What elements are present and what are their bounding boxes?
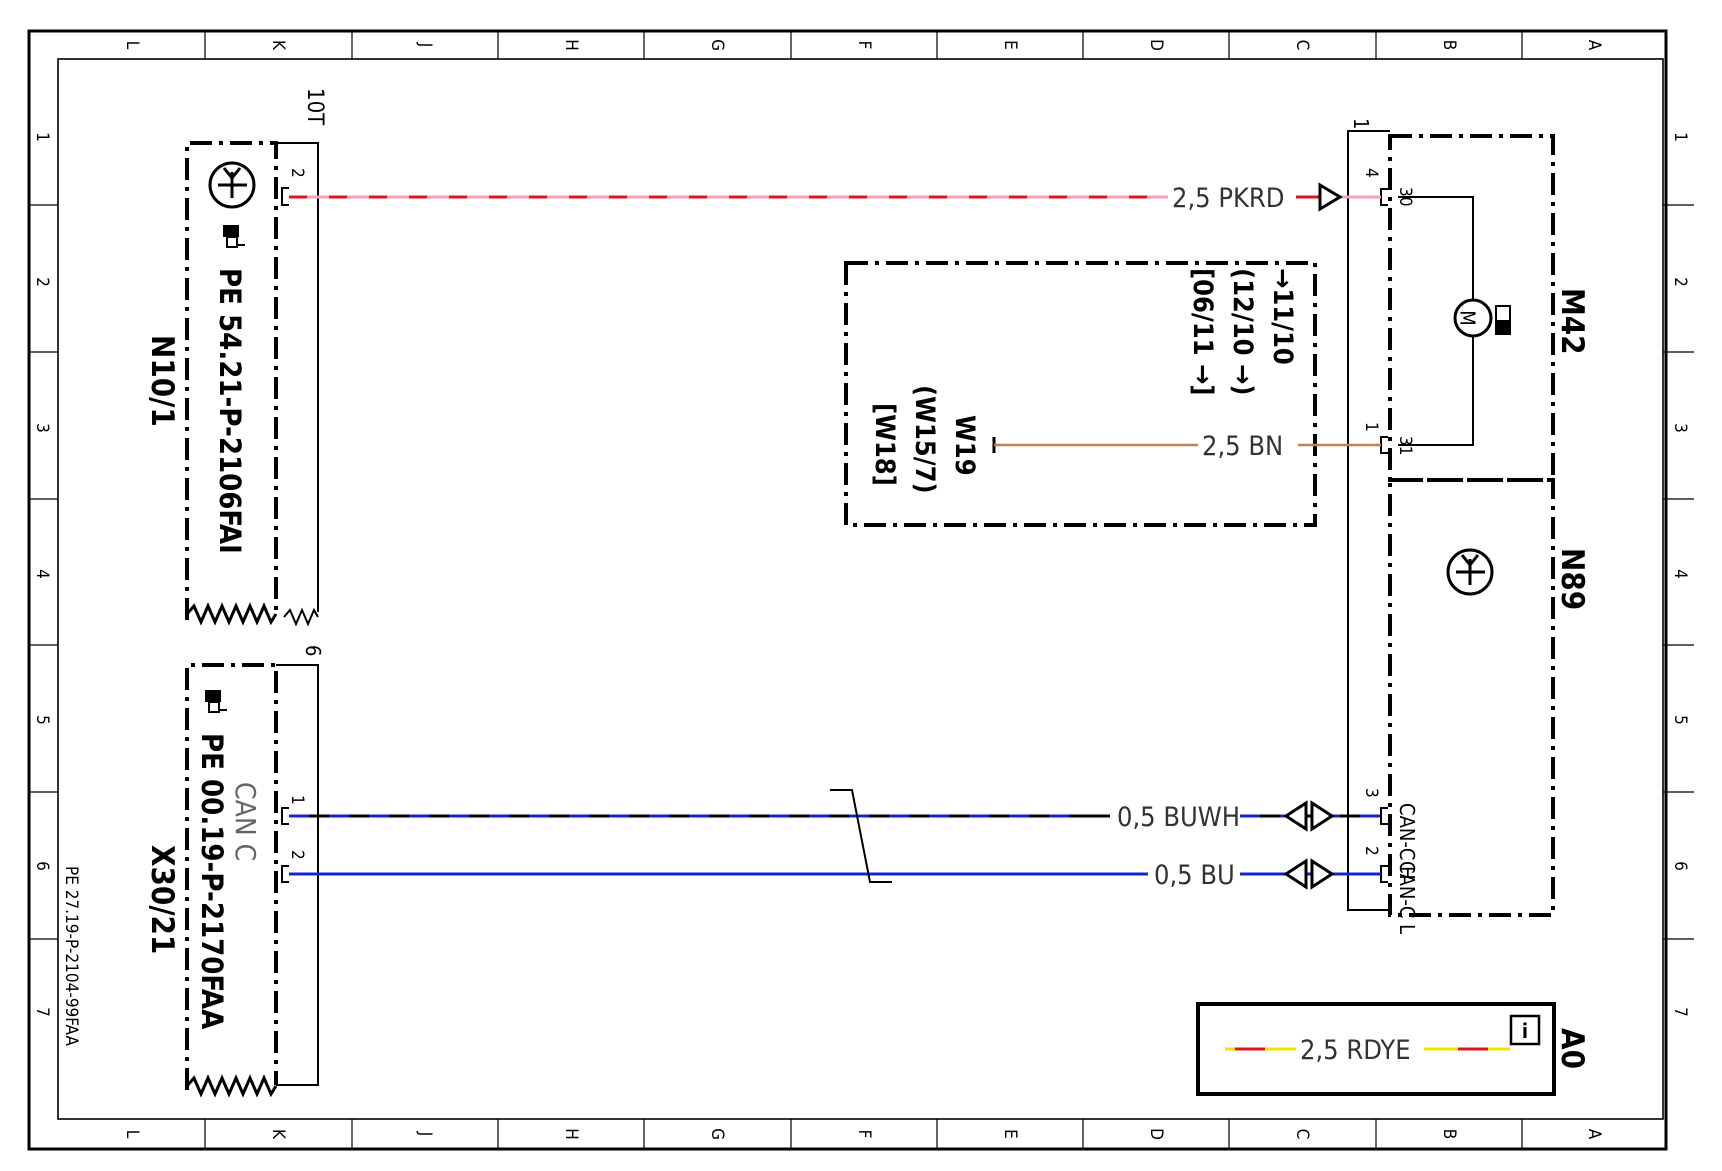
wire-buwh[interactable]: 0,5 BUWH <box>289 800 1381 833</box>
col-label: H <box>561 39 581 51</box>
row-label: 3 <box>32 423 52 433</box>
component-x30-21[interactable]: 6 CAN C 1 2 PE 00.19-P-2170FAA X30/21 <box>144 645 325 1098</box>
pin-2-label: 2 <box>287 850 307 860</box>
component-name: N10/1 <box>144 335 180 427</box>
col-label: B <box>1439 1129 1459 1140</box>
pin-1-label: 1 <box>287 795 307 805</box>
wire-bn[interactable]: 2,5 BN <box>994 431 1381 462</box>
wire-bu[interactable]: 0,5 BU <box>289 858 1381 891</box>
col-label: K <box>268 1129 288 1140</box>
row-label: 2 <box>1670 277 1690 287</box>
ground-point-box[interactable]: W19 (W15/7) [W18] →11/10 (12/10 →) [06/1… <box>844 261 1317 527</box>
legend-wire-label: 2,5 RDYE <box>1300 1035 1411 1066</box>
can-c-l-label: CAN-C L <box>1395 861 1419 934</box>
col-label: J <box>415 42 435 48</box>
row-label: 1 <box>1670 132 1690 142</box>
col-label: F <box>854 1130 874 1139</box>
row-label: 5 <box>32 715 52 725</box>
col-label: G <box>707 39 727 51</box>
wire-label: 2,5 PKRD <box>1172 183 1284 214</box>
col-label: D <box>1146 39 1166 51</box>
row-label: 7 <box>32 1007 52 1017</box>
col-label: L <box>122 1130 142 1139</box>
component-n10-1[interactable]: 10T 2 PE 54.21-P-2106FAI N10/1 <box>144 88 327 627</box>
pin-1-label: 1 <box>1361 422 1381 432</box>
component-name: N89 <box>1554 548 1590 610</box>
col-label: D <box>1146 1128 1166 1140</box>
col-label: K <box>268 40 288 51</box>
ground-name: W19 <box>949 415 980 476</box>
row-label: 2 <box>32 277 52 287</box>
wire-label: 2,5 BN <box>1202 431 1283 462</box>
wire-label: 0,5 BUWH <box>1117 802 1240 833</box>
twisted-pair-marker <box>830 789 892 883</box>
drawing-frame <box>27 29 1694 1151</box>
wire-label: 0,5 BU <box>1154 860 1235 891</box>
row-labels: 1 2 3 4 5 6 7 1 2 3 4 5 6 7 <box>32 132 1690 1017</box>
date-range-3: [06/11 →] <box>1187 268 1218 396</box>
date-range-1: →11/10 <box>1267 268 1298 365</box>
wire-pkrd[interactable]: 2,5 PKRD <box>289 182 1381 214</box>
col-label: F <box>854 41 874 50</box>
col-label: A <box>1584 40 1604 51</box>
component-n89[interactable]: N89 3 CAN-C H 2 CAN-C L <box>1347 130 1590 934</box>
col-label: B <box>1439 40 1459 51</box>
row-label: 7 <box>1670 1007 1690 1017</box>
transistor-icon <box>208 161 256 209</box>
column-labels: L K J H G F E D C B A L K J H G F E D C … <box>122 39 1604 1140</box>
component-name: X30/21 <box>144 845 180 954</box>
connector-6-label: 6 <box>301 645 325 656</box>
col-label: C <box>1292 1129 1312 1140</box>
row-label: 1 <box>32 132 52 142</box>
row-label: 4 <box>1670 569 1690 579</box>
motor-icon: M <box>1398 196 1511 446</box>
reference-code: PE 54.21-P-2106FAI <box>213 268 247 554</box>
svg-text:M: M <box>1456 310 1480 326</box>
reference-hand-icon <box>205 690 227 713</box>
pin-31-label: 31 <box>1395 436 1415 455</box>
col-label: A <box>1584 1129 1604 1140</box>
row-label: 6 <box>1670 861 1690 871</box>
col-label: G <box>707 1128 727 1140</box>
date-range-2: (12/10 →) <box>1227 268 1258 396</box>
transistor-icon <box>1446 548 1494 596</box>
bus-label: CAN C <box>229 782 262 861</box>
row-label: 6 <box>32 861 52 871</box>
document-id: PE 27.19-P-2104-99FAA <box>61 866 81 1046</box>
col-label: E <box>1000 40 1020 50</box>
legend-name: A0 <box>1554 1028 1590 1069</box>
col-label: H <box>561 1128 581 1140</box>
connector-1-label: 1 <box>1349 118 1373 129</box>
col-label: E <box>1000 1129 1020 1139</box>
pin-3-label: 3 <box>1361 788 1381 798</box>
can-c-h-label: CAN-C H <box>1395 803 1419 880</box>
ground-alt-2: [W18] <box>869 403 900 486</box>
col-label: J <box>415 1131 435 1137</box>
row-label: 4 <box>32 569 52 579</box>
pin-2-label: 2 <box>1361 846 1381 856</box>
component-name: M42 <box>1554 288 1590 355</box>
pin-30-label: 30 <box>1395 187 1415 206</box>
reference-hand-icon <box>223 225 245 248</box>
row-label: 5 <box>1670 715 1690 725</box>
svg-text:i: i <box>1522 1019 1528 1043</box>
row-label: 3 <box>1670 423 1690 433</box>
pin-4-label: 4 <box>1361 168 1381 178</box>
info-icon[interactable]: i <box>1509 1014 1541 1046</box>
col-label: C <box>1292 40 1312 51</box>
col-label: L <box>122 41 142 50</box>
ground-alt-1: (W15/7) <box>909 385 940 494</box>
reference-code: PE 00.19-P-2170FAA <box>195 733 229 1030</box>
pin-2-label: 2 <box>287 168 307 178</box>
legend-box: 2,5 RDYE i A0 <box>1196 1002 1590 1096</box>
connector-10t-label: 10T <box>302 88 327 126</box>
component-m42[interactable]: M42 M 1 4 30 1 31 <box>1349 118 1590 482</box>
